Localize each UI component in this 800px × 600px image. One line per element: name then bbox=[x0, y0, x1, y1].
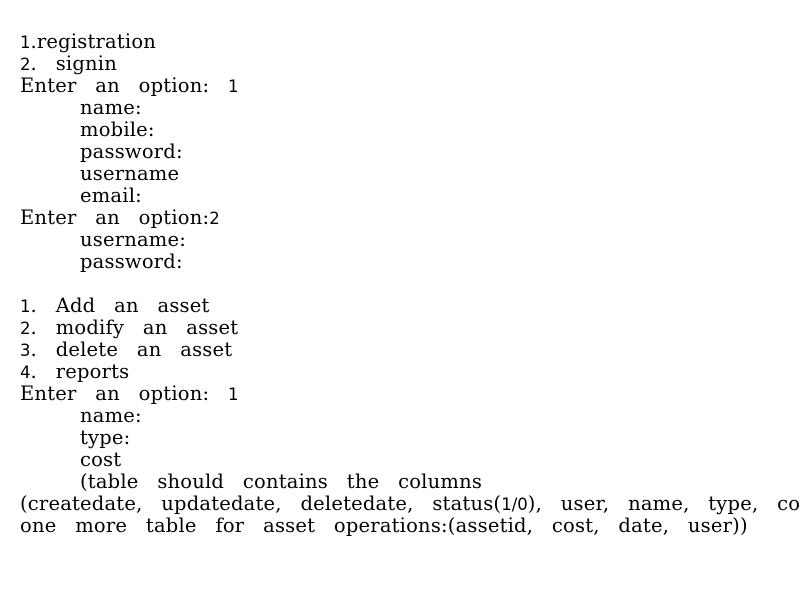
text-line: username bbox=[20, 163, 790, 185]
line-text: type: bbox=[80, 426, 131, 449]
text-line: Enter an option: 1 bbox=[20, 383, 790, 405]
text-line: 1.registration bbox=[20, 31, 790, 53]
option-value: 1 bbox=[228, 385, 239, 404]
line-text: email: bbox=[80, 184, 142, 207]
line-text: . Add an asset bbox=[30, 294, 210, 317]
line-text: name: bbox=[80, 96, 142, 119]
line-text: .registration bbox=[30, 30, 157, 53]
text-line: 1. Add an asset bbox=[20, 295, 790, 317]
line-text-continued: ), user, name, type, cost), bbox=[527, 492, 800, 515]
line-text: . signin bbox=[30, 52, 117, 75]
text-line: one more table for asset operations:(ass… bbox=[20, 515, 790, 537]
option-value: 1 bbox=[228, 77, 239, 96]
text-line: (createdate, updatedate, deletedate, sta… bbox=[20, 492, 800, 515]
blank-line bbox=[20, 273, 790, 295]
line-text: (createdate, updatedate, deletedate, sta… bbox=[20, 492, 502, 515]
text-line: password: bbox=[20, 141, 790, 163]
text-line: Enter an option:2 bbox=[20, 207, 790, 229]
text-line: (table should contains the columns bbox=[20, 471, 790, 493]
list-number: 3 bbox=[20, 341, 31, 360]
line-text: Enter an option: bbox=[20, 206, 210, 229]
text-line: 2. signin bbox=[20, 53, 790, 75]
line-text: Enter an option: bbox=[20, 74, 229, 97]
text-line: username: bbox=[20, 229, 790, 251]
line-text: . delete an asset bbox=[30, 338, 233, 361]
list-number: 2 bbox=[20, 55, 31, 74]
list-number: 1 bbox=[20, 33, 31, 52]
line-text: username: bbox=[80, 228, 187, 251]
list-number: 4 bbox=[20, 363, 31, 382]
line-text: cost bbox=[80, 448, 122, 471]
text-line: password: bbox=[20, 251, 790, 273]
text-line: Enter an option: 1 bbox=[20, 75, 790, 97]
line-text: name: bbox=[80, 404, 142, 427]
text-line: type: bbox=[20, 427, 790, 449]
text-line: mobile: bbox=[20, 119, 790, 141]
text-line: name: bbox=[20, 405, 790, 427]
line-text: password: bbox=[80, 140, 183, 163]
line-text: (table should contains the columns bbox=[80, 470, 483, 493]
text-line: name: bbox=[20, 97, 790, 119]
text-line: email: bbox=[20, 185, 790, 207]
line-text: . modify an asset bbox=[30, 316, 239, 339]
line-text: one more table for asset operations:(ass… bbox=[20, 514, 748, 537]
line-text: password: bbox=[80, 250, 183, 273]
line-text: mobile: bbox=[80, 118, 155, 141]
option-value: 1/0 bbox=[501, 495, 528, 514]
line-text: . reports bbox=[30, 360, 130, 383]
text-line: 3. delete an asset bbox=[20, 339, 790, 361]
line-text: username bbox=[80, 162, 180, 185]
list-number: 1 bbox=[20, 297, 31, 316]
text-line: 2. modify an asset bbox=[20, 317, 790, 339]
list-number: 2 bbox=[20, 319, 31, 338]
text-line: 4. reports bbox=[20, 361, 790, 383]
option-value: 2 bbox=[209, 209, 220, 228]
text-line: cost bbox=[20, 449, 790, 471]
line-text: Enter an option: bbox=[20, 382, 229, 405]
